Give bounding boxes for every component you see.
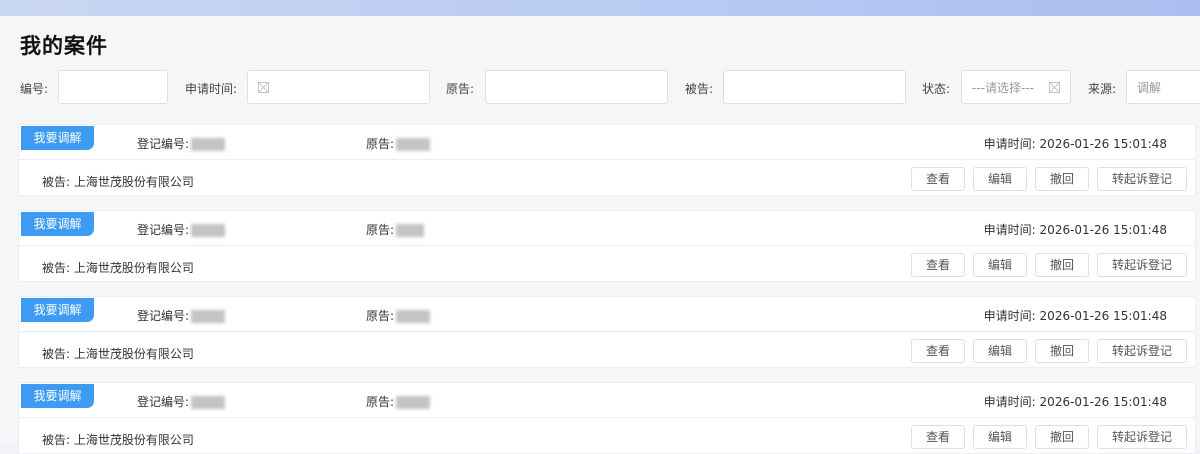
defendant: 被告: 上海世茂股份有限公司 — [42, 431, 194, 448]
mediate-tag-button[interactable]: 我要调解 — [21, 126, 94, 150]
plaintiff-label: 原告: — [366, 223, 395, 237]
view-button[interactable]: 查看 — [910, 425, 965, 449]
redacted-plaintiff — [396, 396, 431, 409]
withdraw-button[interactable]: 撤回 — [1034, 339, 1089, 363]
plaintiff: 原告: — [366, 307, 431, 324]
plaintiff-label: 原告: — [366, 309, 395, 323]
apply-time-value: 2026-01-26 15:01:48 — [1039, 395, 1167, 409]
edit-button[interactable]: 编辑 — [972, 339, 1027, 363]
reg-number: 登记编号: — [137, 307, 226, 324]
apply-time-label: 申请时间: — [983, 309, 1036, 323]
case-actions: 查看 编辑 撤回 转起诉登记 — [910, 167, 1187, 191]
calendar-icon — [258, 81, 269, 93]
case-actions: 查看 编辑 撤回 转起诉登记 — [910, 339, 1187, 363]
redacted-plaintiff — [396, 310, 431, 323]
defendant-input[interactable] — [723, 70, 906, 104]
case-actions: 查看 编辑 撤回 转起诉登记 — [910, 253, 1187, 277]
apply-time-value: 2026-01-26 15:01:48 — [1039, 309, 1167, 323]
apply-time: 申请时间: 2026-01-26 15:01:48 — [984, 307, 1167, 324]
edit-button[interactable]: 编辑 — [972, 253, 1027, 277]
defendant: 被告: 上海世茂股份有限公司 — [42, 173, 194, 190]
card-divider — [19, 417, 1195, 418]
reg-number: 登记编号: — [137, 221, 226, 238]
reg-number-label: 登记编号: — [137, 395, 190, 409]
plaintiff-input[interactable] — [485, 70, 668, 104]
defendant: 被告: 上海世茂股份有限公司 — [42, 259, 194, 276]
page-content: 我的案件 编号: 申请时间: 原告: 被告: 状态: ---请选择--- 来源:… — [0, 16, 1200, 454]
withdraw-button[interactable]: 撤回 — [1034, 253, 1089, 277]
withdraw-button[interactable]: 撤回 — [1034, 425, 1089, 449]
apply-time: 申请时间: 2026-01-26 15:01:48 — [984, 393, 1167, 410]
redacted-reg-number — [191, 396, 226, 409]
case-card: 我要调解 登记编号: 原告: 申请时间: 2026-01-26 15:01:48… — [18, 210, 1196, 282]
defendant: 被告: 上海世茂股份有限公司 — [42, 345, 194, 362]
number-label: 编号: — [20, 82, 49, 96]
view-button[interactable]: 查看 — [910, 253, 965, 277]
reg-number-label: 登记编号: — [137, 223, 190, 237]
edit-button[interactable]: 编辑 — [972, 425, 1027, 449]
edit-button[interactable]: 编辑 — [972, 167, 1027, 191]
mediate-tag-button[interactable]: 我要调解 — [21, 212, 94, 236]
apply-time: 申请时间: 2026-01-26 15:01:48 — [984, 221, 1167, 238]
status-select[interactable]: ---请选择--- — [961, 70, 1071, 104]
convert-to-lawsuit-button[interactable]: 转起诉登记 — [1096, 167, 1187, 191]
defendant-value: 上海世茂股份有限公司 — [73, 347, 194, 361]
mediate-tag-button[interactable]: 我要调解 — [21, 298, 94, 322]
source-select[interactable]: 调解 — [1126, 70, 1200, 104]
apply-time-picker[interactable] — [247, 70, 430, 104]
mediate-tag-button[interactable]: 我要调解 — [21, 384, 94, 408]
defendant-filter-label: 被告: — [685, 82, 714, 96]
source-label: 来源: — [1088, 82, 1117, 96]
case-card: 我要调解 登记编号: 原告: 申请时间: 2026-01-26 15:01:48… — [18, 124, 1196, 196]
top-gradient-bar — [0, 0, 1200, 16]
plaintiff: 原告: — [366, 393, 431, 410]
defendant-label: 被告: — [42, 433, 71, 447]
convert-to-lawsuit-button[interactable]: 转起诉登记 — [1096, 253, 1187, 277]
reg-number: 登记编号: — [137, 393, 226, 410]
plaintiff-label: 原告: — [366, 395, 395, 409]
apply-time-value: 2026-01-26 15:01:48 — [1039, 137, 1167, 151]
case-card: 我要调解 登记编号: 原告: 申请时间: 2026-01-26 15:01:48… — [18, 296, 1196, 368]
number-input[interactable] — [58, 70, 168, 104]
redacted-reg-number — [191, 310, 226, 323]
case-card: 我要调解 登记编号: 原告: 申请时间: 2026-01-26 15:01:48… — [18, 382, 1196, 454]
withdraw-button[interactable]: 撤回 — [1034, 167, 1089, 191]
apply-time-value: 2026-01-26 15:01:48 — [1039, 223, 1167, 237]
plaintiff: 原告: — [366, 221, 425, 238]
defendant-label: 被告: — [42, 347, 71, 361]
apply-time-label: 申请时间: — [983, 223, 1036, 237]
convert-to-lawsuit-button[interactable]: 转起诉登记 — [1096, 425, 1187, 449]
reg-number-label: 登记编号: — [137, 309, 190, 323]
card-divider — [19, 159, 1195, 160]
apply-time-label: 申请时间: — [185, 82, 238, 96]
defendant-value: 上海世茂股份有限公司 — [73, 175, 194, 189]
card-divider — [19, 331, 1195, 332]
defendant-label: 被告: — [42, 175, 71, 189]
reg-number-label: 登记编号: — [137, 137, 190, 151]
plaintiff-filter-label: 原告: — [446, 82, 475, 96]
view-button[interactable]: 查看 — [910, 339, 965, 363]
defendant-label: 被告: — [42, 261, 71, 275]
status-placeholder: ---请选择--- — [972, 80, 1034, 95]
apply-time: 申请时间: 2026-01-26 15:01:48 — [984, 135, 1167, 152]
select-clear-icon — [1049, 81, 1060, 93]
redacted-plaintiff — [396, 224, 425, 237]
plaintiff: 原告: — [366, 135, 431, 152]
plaintiff-label: 原告: — [366, 137, 395, 151]
page-title: 我的案件 — [20, 34, 108, 58]
reg-number: 登记编号: — [137, 135, 226, 152]
status-label: 状态: — [922, 82, 951, 96]
apply-time-label: 申请时间: — [983, 137, 1036, 151]
redacted-plaintiff — [396, 138, 431, 151]
card-divider — [19, 245, 1195, 246]
redacted-reg-number — [191, 224, 226, 237]
defendant-value: 上海世茂股份有限公司 — [73, 433, 194, 447]
convert-to-lawsuit-button[interactable]: 转起诉登记 — [1096, 339, 1187, 363]
apply-time-label: 申请时间: — [983, 395, 1036, 409]
defendant-value: 上海世茂股份有限公司 — [73, 261, 194, 275]
redacted-reg-number — [191, 138, 226, 151]
case-actions: 查看 编辑 撤回 转起诉登记 — [910, 425, 1187, 449]
view-button[interactable]: 查看 — [910, 167, 965, 191]
